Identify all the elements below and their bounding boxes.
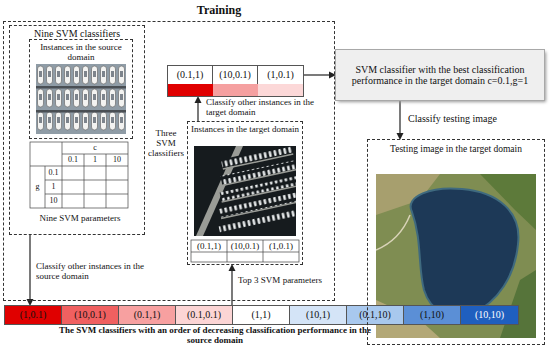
top-parameter-strip (213, 84, 258, 96)
target-photo (218, 207, 296, 234)
target-photo (194, 146, 296, 236)
testing-photo (411, 188, 519, 316)
table-cell: (1,0.1) (263, 240, 299, 252)
parameter-grid (30, 142, 128, 208)
parameter-row: (0.1,1)(10,0.1)(1,0.1) (168, 66, 303, 96)
connector-line (197, 103, 198, 122)
edge-label: Classify other instances in the source d… (36, 262, 144, 282)
ranking-bar: (1,0.1)(10,0.1)(0.1,1)(0.1,0.1)(1,1)(10,… (5, 306, 518, 324)
parameter-cell: (0.1,0.1) (176, 306, 233, 324)
testing-panel: Testing image in the target domain (368, 140, 544, 344)
parameter-cell: (1,0.1) (5, 306, 62, 324)
table-caption: Nine SVM parameters (26, 212, 134, 224)
result-text: SVM classifier with the best classificat… (341, 64, 539, 86)
ranking-colors (290, 306, 347, 324)
arrow-head (27, 299, 34, 306)
panel-heading: Instances in the source domain (32, 42, 130, 62)
edge-label: Top 3 SVM parameters (238, 276, 330, 286)
connector-arrow (195, 96, 202, 122)
target-table (191, 240, 299, 262)
arrow-head (329, 72, 336, 79)
panel-heading: Testing image in the target domain (372, 144, 540, 155)
connector-line (231, 271, 232, 306)
source-photo (36, 64, 126, 134)
table-cell: 10 (107, 154, 127, 166)
ranking-colors (5, 306, 518, 324)
ranking-colors (119, 306, 176, 324)
arrow-head (195, 96, 202, 103)
parameter-cell: (0.1,1) (119, 306, 176, 324)
parameter-cell: (10,0.1) (62, 306, 119, 324)
connector-arrow (397, 100, 404, 140)
table-cell: 0.1 (63, 154, 83, 166)
parameter-cell: (10,1) (290, 306, 347, 324)
parameter-cell: (1,10) (404, 306, 461, 324)
connector-line (29, 234, 30, 299)
parameter-cell: (10,10) (461, 306, 518, 324)
connector-arrow (229, 264, 236, 306)
source-photo (36, 64, 126, 134)
target-photo (205, 146, 296, 234)
top-parameter-strip (168, 84, 213, 96)
ranking-colors (347, 306, 404, 324)
arrow-head (229, 264, 236, 271)
ranking-colors (5, 306, 62, 324)
connector-arrow (303, 72, 336, 79)
parameter-grid (30, 142, 128, 208)
arrow-head (397, 133, 404, 140)
target-table (191, 240, 299, 262)
panel-heading: Instances in the target domain (190, 124, 300, 134)
parameter-cell: (1,0.1) (258, 66, 303, 84)
instance-panel: Instances in the source domain (30, 40, 132, 138)
table-cell: (10,0.1) (227, 240, 263, 252)
side-note: Three SVM classifiers (145, 128, 187, 158)
classifier-group: Nine SVM classifiersInstances in the sou… (10, 26, 144, 234)
edge-label: Classify other instances in the target d… (206, 98, 318, 118)
ranking-colors (461, 306, 518, 324)
axis-label: c (85, 142, 105, 154)
top-parameter-strip (258, 84, 303, 96)
source-photo (36, 86, 126, 89)
table-cell: 10 (45, 195, 62, 207)
table-cell: 1 (85, 154, 105, 166)
group-heading: Nine SVM classifiers (12, 28, 142, 39)
table-cell: (0.1,1) (191, 240, 227, 252)
target-table (191, 240, 299, 262)
parameter-grid (30, 142, 128, 208)
result-box: SVM classifier with the best classificat… (336, 50, 544, 100)
axis-label: g (30, 181, 45, 193)
ranking-colors (176, 306, 233, 324)
table-cell: 1 (45, 181, 62, 193)
parameter-cell: (1,1) (233, 306, 290, 324)
source-photo (36, 110, 126, 113)
ranking-colors (404, 306, 461, 324)
top-parameter-strip (168, 66, 303, 96)
ranking-colors (62, 306, 119, 324)
connector-line (303, 74, 329, 75)
top-parameter-strip (168, 66, 303, 84)
bar-caption: The SVM classifiers with an order of dec… (50, 326, 380, 346)
frame-title: Training (164, 4, 274, 17)
testing-photo (376, 215, 410, 250)
parameter-cell: (0.1,10) (347, 306, 404, 324)
ranking-colors (233, 306, 290, 324)
training-frame: TrainingNine SVM classifiersInstances in… (4, 22, 334, 300)
edge-label: Classify testing image (408, 113, 528, 124)
parameter-cell: (0.1,1) (168, 66, 213, 84)
connector-line (399, 100, 400, 133)
connector-arrow (27, 234, 34, 306)
parameter-cell: (10,0.1) (213, 66, 258, 84)
table-cell: 0.1 (45, 167, 62, 179)
